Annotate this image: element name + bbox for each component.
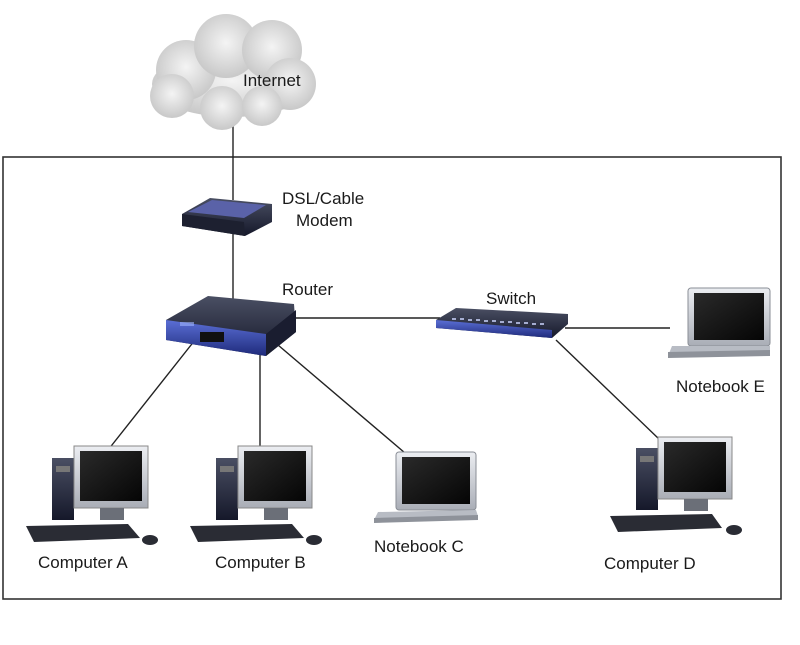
link-switch-computer-d — [555, 339, 661, 441]
computer-a-icon — [26, 445, 158, 545]
link-router-notebook-c — [277, 344, 406, 454]
switch-icon — [436, 308, 568, 338]
internet-cloud-icon — [150, 14, 316, 130]
label-notebook-e: Notebook E — [676, 377, 765, 396]
label-modem-line1: DSL/Cable — [282, 189, 365, 208]
label-internet: Internet — [243, 71, 301, 90]
notebook-e-icon — [668, 287, 771, 358]
label-computer-b: Computer B — [215, 553, 306, 572]
label-modem-line2: Modem — [296, 211, 353, 230]
notebook-c-icon — [374, 451, 478, 523]
label-switch: Switch — [486, 289, 537, 308]
label-computer-a: Computer A — [38, 553, 128, 572]
computer-b-icon — [190, 445, 322, 545]
lan-boundary — [2, 156, 782, 600]
connection-lines — [107, 118, 670, 454]
link-router-computer-a — [107, 339, 196, 451]
modem-icon — [182, 198, 272, 236]
label-computer-d: Computer D — [604, 554, 696, 573]
computer-d-icon — [610, 436, 742, 535]
label-router: Router — [282, 280, 334, 299]
router-icon — [166, 296, 296, 356]
label-notebook-c: Notebook C — [374, 537, 464, 556]
